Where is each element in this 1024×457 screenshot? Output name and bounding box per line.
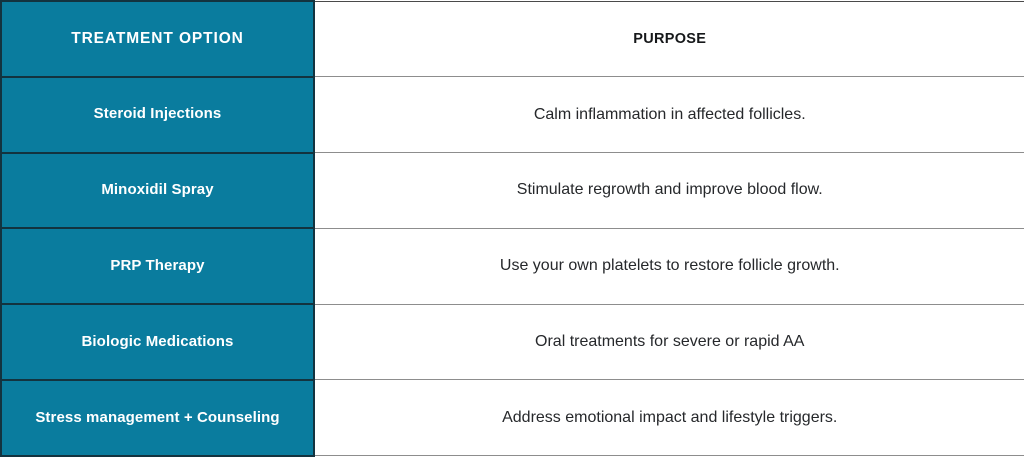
treatment-option-cell: Minoxidil Spray [0,151,315,229]
treatment-purpose-cell: Calm inflammation in affected follicles. [314,76,1024,153]
treatment-option-cell: Stress management + Counseling [0,378,315,457]
treatment-purpose-cell: Address emotional impact and lifestyle t… [314,379,1024,457]
table-row: PRP Therapy Use your own platelets to re… [0,227,1024,305]
treatment-option-cell: Biologic Medications [0,303,315,380]
table-row: Biologic Medications Oral treatments for… [0,303,1024,380]
treatment-purpose-cell: Stimulate regrowth and improve blood flo… [314,152,1024,229]
treatment-purpose-cell: Use your own platelets to restore follic… [314,227,1024,305]
treatment-option-cell: Steroid Injections [0,75,315,153]
treatment-purpose-cell: Oral treatments for severe or rapid AA [314,303,1024,380]
table-row: Stress management + Counseling Address e… [0,378,1024,457]
column-header-treatment-option: TREATMENT OPTION [0,0,315,77]
table-row: Steroid Injections Calm inflammation in … [0,75,1024,153]
table-header-row: TREATMENT OPTION PURPOSE [0,0,1024,77]
table-row: Minoxidil Spray Stimulate regrowth and i… [0,151,1024,229]
treatment-option-cell: PRP Therapy [0,227,315,305]
column-header-purpose: PURPOSE [314,0,1024,77]
